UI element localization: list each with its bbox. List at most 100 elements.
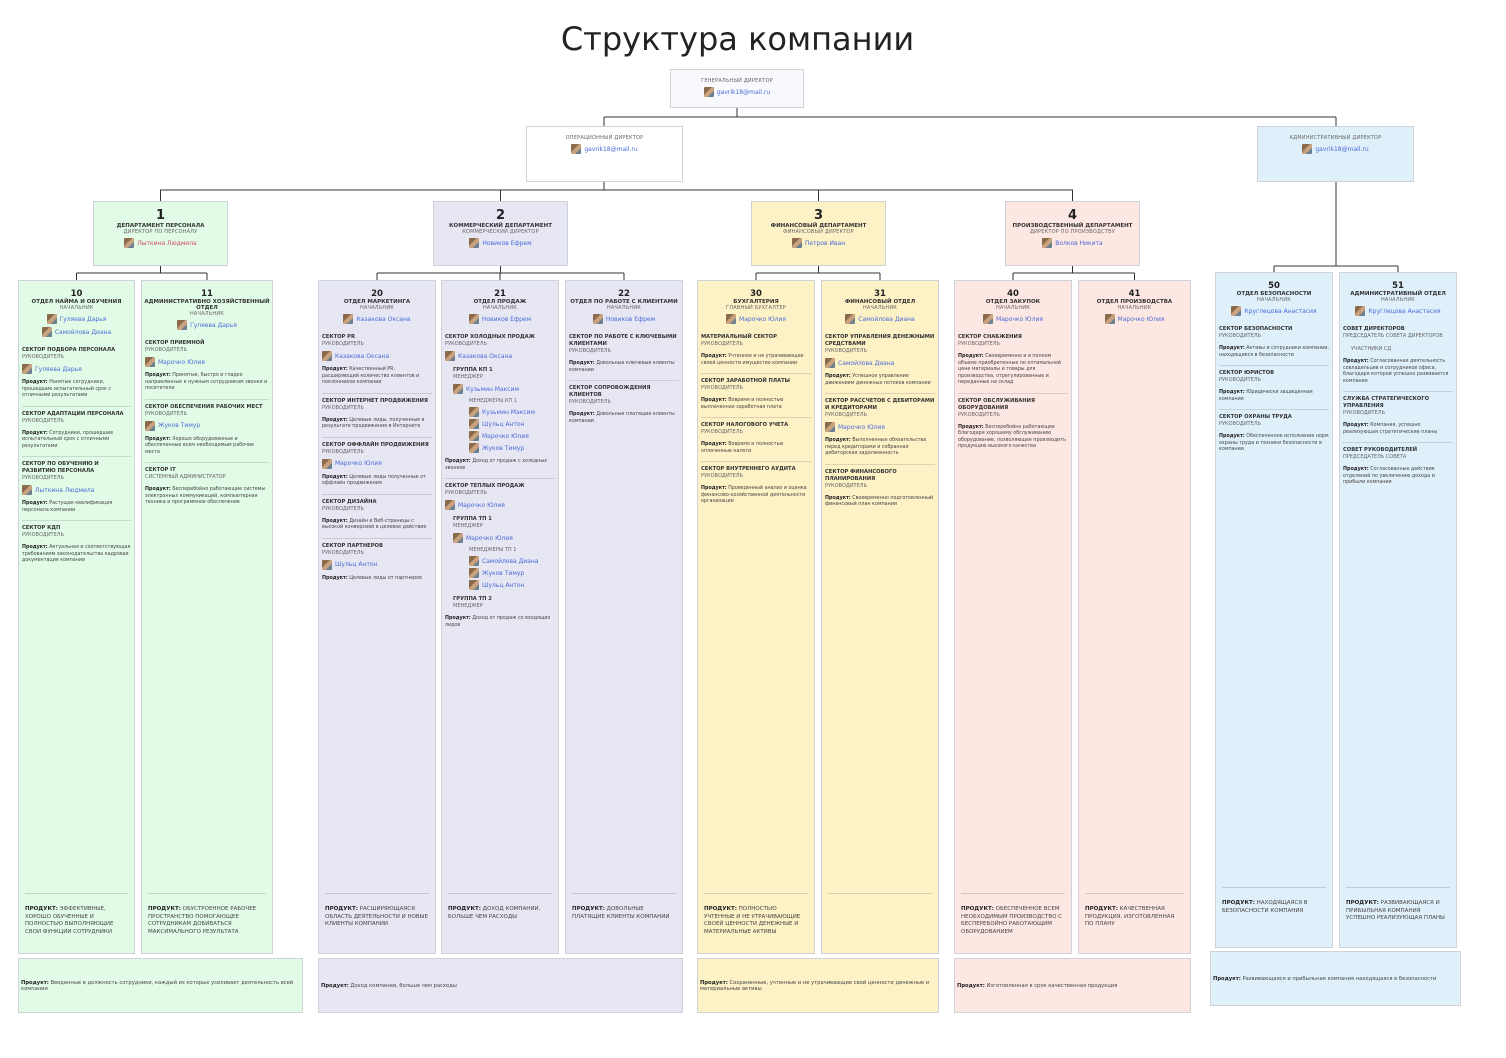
avatar	[46, 314, 57, 324]
column-product: ПРОДУКТ: ПОЛНОСТЬЮ УЧТЕННЫЕ И НЕ УТРАЧИВ…	[704, 893, 808, 936]
person-name[interactable]: gavrik18@mail.ru	[716, 88, 771, 96]
sector-product: Продукт: Своевременно и в полном объеме …	[958, 354, 1068, 387]
column-name: ОТДЕЛ БЕЗОПАСНОСТИ	[1236, 291, 1312, 297]
sector-role: РУКОВОДИТЕЛЬ	[958, 411, 1000, 418]
person-name[interactable]: Марочко Юлия	[1117, 315, 1165, 323]
column-product: ПРОДУКТ: ЭФФЕКТИВНЫЕ, ХОРОШО ОБУЧЕННЫЕ И…	[25, 893, 128, 936]
column-number: 30	[750, 289, 762, 299]
person-name[interactable]: Шульц Антон	[335, 561, 378, 568]
sector-role: РУКОВОДИТЕЛЬ	[701, 341, 743, 347]
person-name[interactable]: Марочко Юлия	[838, 423, 885, 431]
group-title: ГРУППА КП 1	[453, 367, 493, 373]
sector-role: РУКОВОДИТЕЛЬ	[825, 412, 867, 418]
person-name[interactable]: Марочко Юлия	[739, 315, 786, 323]
sector-title: СЕКТОР КДП	[22, 525, 61, 531]
person-name[interactable]: Марочко Юлия	[466, 534, 513, 542]
person-name[interactable]: Шульц Антон	[482, 581, 525, 589]
person-entry: Марочко Юлия	[1079, 314, 1190, 324]
department-product: Продукт: Изготовленная в срок качественн…	[954, 958, 1191, 1013]
director-role: ОПЕРАЦИОННЫЙ ДИРЕКТОР	[565, 135, 644, 141]
person-entry: Круглецова Анастасия	[1216, 306, 1332, 316]
product-label: Продукт:	[569, 361, 595, 366]
person-entry: Лыткина Людмила	[94, 238, 227, 248]
product-text: Доход компании, больше чем расходы	[350, 982, 457, 989]
person-name[interactable]: Волков Никита	[1055, 239, 1103, 247]
sector-product: Продукт: Согласованные действия отделени…	[1343, 467, 1453, 487]
person-name[interactable]: Марочко Юлия	[458, 501, 505, 509]
person-name[interactable]: Казакова Оксана	[356, 315, 411, 323]
person-name[interactable]: Лыткина Людмила	[35, 486, 95, 494]
person-name[interactable]: Казакова Оксана	[335, 352, 390, 360]
person-entry: Волков Никита	[1006, 238, 1139, 248]
person-name[interactable]: Самойлова Диана	[858, 315, 915, 323]
person-name[interactable]: Шульц Антон	[482, 420, 525, 428]
director-role: ГЕНЕРАЛЬНЫЙ ДИРЕКТОР	[701, 78, 773, 84]
person-name[interactable]: Марочко Юлия	[482, 432, 529, 440]
sector-role: РУКОВОДИТЕЛЬ	[958, 341, 1000, 347]
person-name[interactable]: Самойлова Диана	[838, 359, 895, 367]
product-text: Вовремя и полностью оплаченные налоги	[701, 442, 784, 454]
sector-title: СЕКТОР АДАПТАЦИИ ПЕРСОНАЛА	[22, 410, 124, 417]
person-entry: Казакова Оксана	[322, 351, 432, 361]
person-entry: Самойлова Диана	[469, 556, 555, 566]
person-name[interactable]: Гуляева Дарья	[35, 365, 82, 373]
person-name[interactable]: Круглецова Анастасия	[1368, 307, 1441, 315]
person-name[interactable]: Новиков Ефрем	[482, 239, 532, 247]
product-label: Продукт:	[322, 474, 348, 480]
person-name[interactable]: Кузьмин Максим	[482, 408, 535, 416]
column-role: НАЧАЛЬНИК	[1117, 305, 1152, 311]
person-name[interactable]: Жуков Тимур	[158, 422, 201, 429]
product-label: Продукт:	[958, 424, 984, 430]
avatar	[469, 568, 479, 578]
person-name[interactable]: Новиков Ефрем	[481, 315, 532, 323]
person-name[interactable]: Кузьмин Максим	[466, 385, 519, 393]
avatar	[145, 357, 155, 367]
person-name[interactable]: Казакова Оксана	[458, 352, 513, 360]
product-text: Успешное управление движением денежных п…	[825, 374, 931, 386]
column-name: ОТДЕЛ ПРОИЗВОДСТВА	[1096, 299, 1173, 305]
department-product-text: Продукт: Сохраненные, учтенные и не утра…	[700, 980, 936, 992]
avatar	[791, 238, 802, 248]
person-name[interactable]: Самойлова Диана	[54, 328, 112, 336]
sector-product: Продукт: Согласованная деятельность совл…	[1343, 359, 1453, 385]
director-box-gd: ГЕНЕРАЛЬНЫЙ ДИРЕКТОР gavrik18@mail.ru	[670, 69, 804, 108]
sector-role: РУКОВОДИТЕЛЬ	[445, 341, 487, 347]
person-name[interactable]: Жуков Тимур	[482, 569, 525, 577]
person-name[interactable]: Жуков Тимур	[482, 444, 525, 452]
person-name[interactable]: Петров Иван	[804, 239, 846, 247]
sector-title: МАТЕРИАЛЬНЫЙ СЕКТОР	[701, 334, 777, 340]
group-role: МЕНЕДЖЕР	[453, 523, 483, 529]
avatar	[41, 327, 52, 337]
sector-product: Продукт: Сотрудники, прошедшие испытател…	[22, 431, 131, 451]
column-name: ФИНАНСОВЫЙ ОТДЕЛ	[844, 299, 916, 305]
product-label: Продукт:	[322, 417, 348, 423]
product-label: ПРОДУКТ:	[704, 906, 737, 912]
sector-product: Продукт: Дизайн и Веб-страницы с высокой…	[322, 519, 432, 532]
person-name[interactable]: Круглецова Анастасия	[1244, 307, 1317, 315]
person-name[interactable]: Гуляева Дарья	[59, 315, 107, 323]
person-name[interactable]: Самойлова Диана	[482, 557, 539, 565]
person-name[interactable]: Новиков Ефрем	[605, 315, 656, 323]
person-name[interactable]: Гуляева Дарья	[190, 321, 237, 329]
person-name[interactable]: Марочко Юлия	[335, 460, 382, 467]
person-name[interactable]: gavrik18@mail.ru	[584, 145, 638, 153]
column-name: БУХГАЛТЕРИЯ	[733, 299, 779, 305]
product-label: Продукт:	[1219, 346, 1245, 351]
person-name[interactable]: Марочко Юлия	[158, 358, 205, 366]
sector-title: СЕКТОР БЕЗОПАСНОСТИ	[1219, 326, 1293, 332]
person-name[interactable]: Марочко Юлия	[996, 315, 1043, 323]
person-name[interactable]: Лыткина Людмила	[137, 239, 197, 247]
avatar	[469, 407, 479, 417]
product-label: Продукт:	[445, 459, 471, 464]
sector-title: СЕКТОР ФИНАНСОВОГО ПЛАНИРОВАНИЯ	[825, 468, 897, 482]
avatar	[322, 351, 332, 361]
product-text: Доход от продаж с холодных звонков	[445, 459, 548, 471]
person-name[interactable]: gavrik18@mail.ru	[1315, 145, 1369, 153]
sector-role: ПРЕДСЕДАТЕЛЬ СОВЕТА	[1343, 454, 1407, 460]
